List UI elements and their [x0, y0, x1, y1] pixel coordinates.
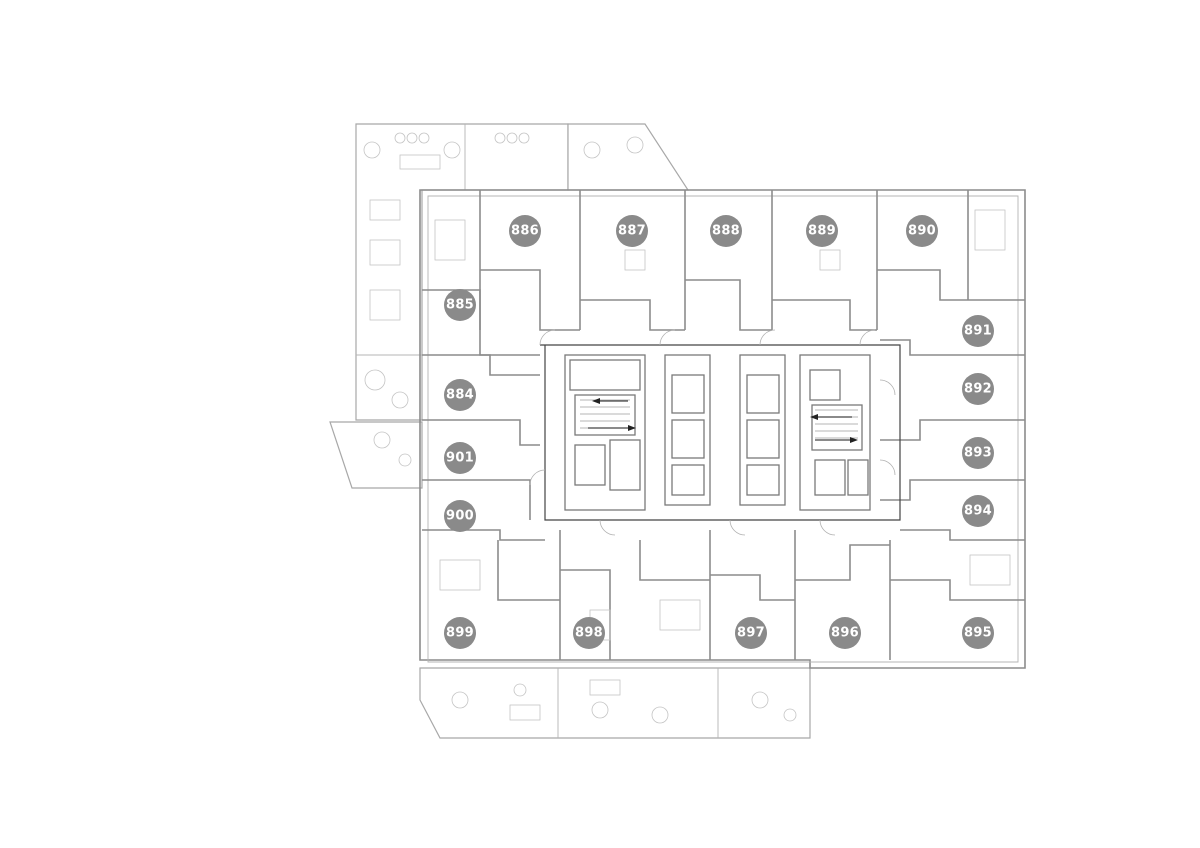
unit-label: 898 — [575, 626, 603, 641]
unit-label: 888 — [712, 224, 740, 239]
unit-badge-898[interactable]: 898 — [573, 617, 605, 649]
unit-badge-886[interactable]: 886 — [509, 215, 541, 247]
unit-label: 884 — [446, 388, 474, 403]
unit-label: 887 — [618, 224, 646, 239]
building-outline — [419, 189, 1026, 669]
unit-badge-892[interactable]: 892 — [962, 373, 994, 405]
unit-label: 890 — [908, 224, 936, 239]
unit-badge-901[interactable]: 901 — [444, 442, 476, 474]
stair-arrow-left-down — [628, 425, 636, 431]
unit-badge-896[interactable]: 896 — [829, 617, 861, 649]
stair-arrow-left-up — [592, 398, 600, 404]
stair-treads-left — [580, 399, 630, 429]
unit-label: 899 — [446, 626, 474, 641]
unit-badge-894[interactable]: 894 — [962, 495, 994, 527]
stair-arrow-right-down — [850, 437, 858, 443]
building-core — [564, 354, 871, 511]
terrace-west — [329, 421, 423, 489]
terraces — [329, 123, 811, 739]
unit-badge-887[interactable]: 887 — [616, 215, 648, 247]
unit-label: 892 — [964, 382, 992, 397]
unit-badge-900[interactable]: 900 — [444, 500, 476, 532]
unit-badge-897[interactable]: 897 — [735, 617, 767, 649]
unit-badges: 885 886 887 888 889 890 891 892 893 894 … — [444, 215, 994, 649]
unit-badge-889[interactable]: 889 — [806, 215, 838, 247]
unit-label: 897 — [737, 626, 765, 641]
terrace-north — [567, 123, 690, 191]
unit-label: 891 — [964, 324, 992, 339]
unit-badge-895[interactable]: 895 — [962, 617, 994, 649]
unit-partitions — [422, 190, 1025, 660]
unit-label: 895 — [964, 626, 992, 641]
unit-badge-888[interactable]: 888 — [710, 215, 742, 247]
unit-badge-890[interactable]: 890 — [906, 215, 938, 247]
doors — [529, 329, 896, 536]
unit-badge-884[interactable]: 884 — [444, 379, 476, 411]
stair-treads-right — [815, 409, 858, 439]
corridor — [540, 344, 901, 521]
unit-badge-891[interactable]: 891 — [962, 315, 994, 347]
unit-label: 894 — [964, 504, 992, 519]
unit-label: 900 — [446, 509, 474, 524]
unit-label: 893 — [964, 446, 992, 461]
unit-badge-899[interactable]: 899 — [444, 617, 476, 649]
unit-label: 889 — [808, 224, 836, 239]
unit-label: 886 — [511, 224, 539, 239]
unit-label: 885 — [446, 298, 474, 313]
unit-label: 901 — [446, 451, 474, 466]
terrace-south — [419, 667, 811, 739]
unit-badge-893[interactable]: 893 — [962, 437, 994, 469]
unit-badge-885[interactable]: 885 — [444, 289, 476, 321]
unit-label: 896 — [831, 626, 859, 641]
stair-arrow-right-up — [810, 414, 818, 420]
